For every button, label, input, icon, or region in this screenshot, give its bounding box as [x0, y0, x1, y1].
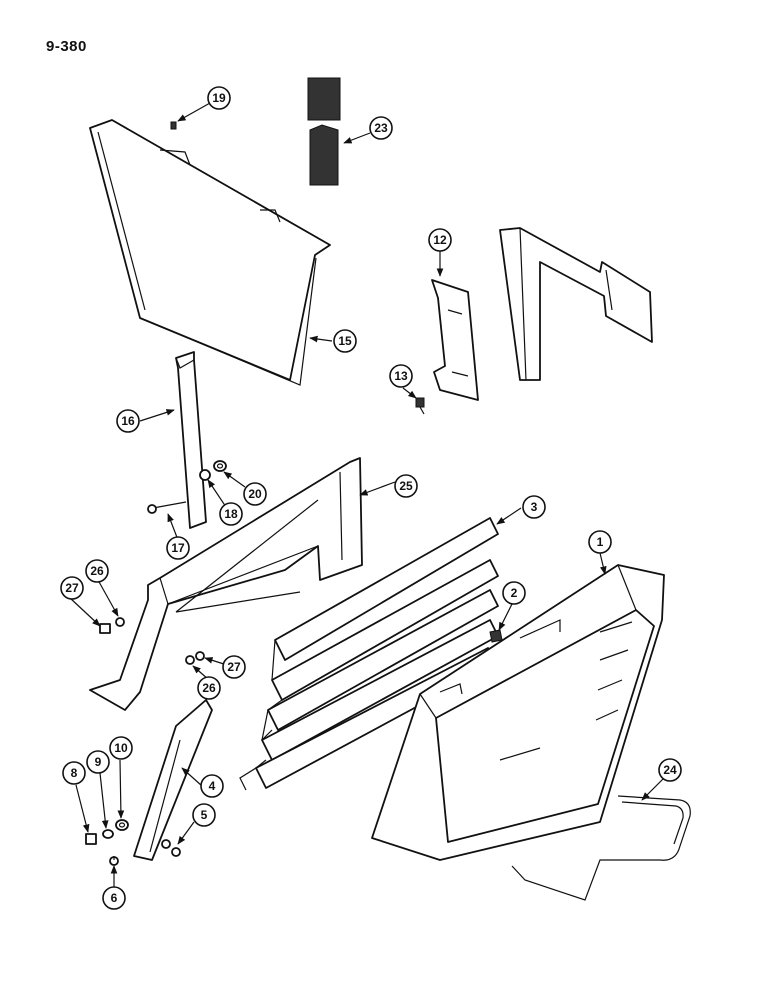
callout-16: 16 — [116, 409, 140, 433]
svg-text:16: 16 — [121, 414, 135, 428]
svg-text:17: 17 — [171, 541, 185, 555]
part-25-support-frame — [89, 457, 363, 711]
callout-26-left: 26 — [85, 559, 109, 583]
callout-4: 4 — [200, 774, 224, 798]
callout-27-right: 27 — [222, 655, 246, 679]
callout-13: 13 — [389, 364, 413, 388]
callout-17: 17 — [166, 536, 190, 560]
callout-1: 1 — [588, 530, 612, 554]
callout-12: 12 — [428, 228, 452, 252]
svg-text:9: 9 — [95, 755, 102, 769]
callout-26-right: 26 — [197, 676, 221, 700]
svg-text:8: 8 — [71, 766, 78, 780]
part-9-washer — [102, 829, 114, 839]
callout-10: 10 — [109, 736, 133, 760]
callout-5: 5 — [192, 803, 216, 827]
part-13-bolt — [415, 397, 425, 415]
part-19-screw — [170, 121, 177, 130]
svg-text:10: 10 — [114, 741, 128, 755]
part-10-washer — [115, 819, 129, 831]
svg-text:12: 12 — [433, 233, 447, 247]
svg-text:24: 24 — [663, 763, 677, 777]
part-2-clip — [489, 629, 503, 643]
part-26-washer-left — [115, 617, 125, 627]
part-5-nut — [161, 839, 181, 857]
part-12-baffle-plate — [431, 279, 479, 401]
svg-text:26: 26 — [90, 564, 104, 578]
svg-text:4: 4 — [209, 779, 216, 793]
callout-2: 2 — [502, 581, 526, 605]
callout-20: 20 — [243, 482, 267, 506]
svg-text:25: 25 — [399, 479, 413, 493]
part-4-side-bracket — [133, 699, 213, 861]
side-frame-bracket — [499, 227, 653, 381]
svg-text:27: 27 — [227, 660, 241, 674]
callout-19: 19 — [207, 86, 231, 110]
part-15-hood-panel — [89, 119, 331, 386]
callout-6: 6 — [102, 886, 126, 910]
callout-15: 15 — [333, 329, 357, 353]
callout-24: 24 — [658, 758, 682, 782]
callout-25: 25 — [394, 474, 418, 498]
svg-text:15: 15 — [338, 334, 352, 348]
svg-text:1: 1 — [597, 535, 604, 549]
svg-text:26: 26 — [202, 681, 216, 695]
part-24-seal-strip — [511, 795, 691, 901]
callout-8: 8 — [62, 761, 86, 785]
svg-text:18: 18 — [224, 507, 238, 521]
page-number: 9-380 — [46, 38, 87, 55]
part-8-bolt — [85, 833, 97, 845]
part-23-seal-strip — [307, 77, 341, 186]
part-1-grille-frame — [371, 564, 665, 861]
callout-9: 9 — [86, 750, 110, 774]
part-27-bolt-left — [99, 623, 111, 634]
svg-text:3: 3 — [531, 500, 538, 514]
svg-text:6: 6 — [111, 891, 118, 905]
part-20-washer — [213, 460, 227, 472]
callout-3: 3 — [522, 495, 546, 519]
svg-text:5: 5 — [201, 808, 208, 822]
part-26-washer-right — [185, 655, 195, 665]
part-17-bolt — [147, 501, 187, 514]
svg-text:13: 13 — [394, 369, 408, 383]
svg-text:23: 23 — [374, 121, 388, 135]
part-18-nut — [199, 469, 211, 481]
svg-text:2: 2 — [511, 586, 518, 600]
callout-27-left: 27 — [60, 576, 84, 600]
part-16-support-bracket — [175, 351, 207, 529]
callout-18: 18 — [219, 502, 243, 526]
svg-text:20: 20 — [248, 487, 262, 501]
svg-text:19: 19 — [212, 91, 226, 105]
part-27-nut-right — [195, 651, 205, 661]
callout-23: 23 — [369, 116, 393, 140]
svg-text:27: 27 — [65, 581, 79, 595]
